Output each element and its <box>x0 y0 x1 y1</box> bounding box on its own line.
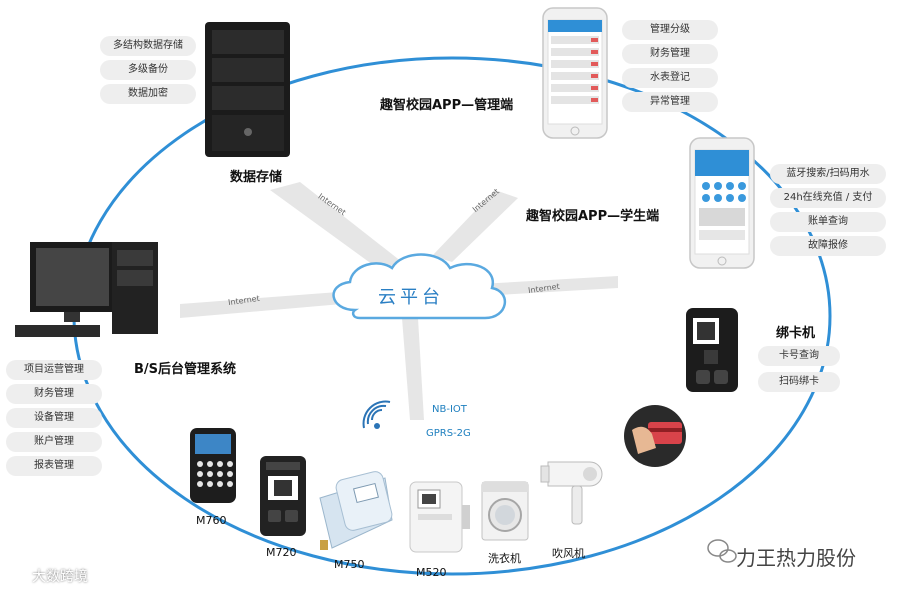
bs-backend-feature: 报表管理 <box>6 456 102 476</box>
desktop-pc-icon <box>15 242 158 337</box>
card-binder-icon <box>686 308 738 392</box>
card-binder-feature: 卡号查询 <box>758 346 840 366</box>
bs-backend-feature: 账户管理 <box>6 432 102 452</box>
nb-iot-label: NB-IOT <box>432 404 467 415</box>
wireless-signal-icon <box>362 400 391 429</box>
device-label-dryer: 吹风机 <box>552 547 585 560</box>
student-app-title: 趣智校园APP—学生端 <box>526 209 660 224</box>
cloud-icon <box>332 253 507 320</box>
card-binder-title: 绑卡机 <box>776 326 816 341</box>
card-tap-icon <box>624 405 686 467</box>
admin-app-feature: 水表登记 <box>622 68 718 88</box>
washing-machine-icon <box>481 481 529 541</box>
brand-watermark: 力王热力股份 <box>736 546 856 570</box>
admin-app-title: 趣智校园APP—管理端 <box>380 98 514 113</box>
phone-admin-icon <box>542 7 608 139</box>
water-meter-m750-icon <box>319 471 393 550</box>
student-app-feature: 蓝牙搜索/扫码用水 <box>770 164 886 184</box>
server-tower-icon <box>205 22 290 157</box>
admin-app-feature: 财务管理 <box>622 44 718 64</box>
device-label-m520: M520 <box>416 566 447 579</box>
cloud-platform-label: 云平台 <box>378 287 444 308</box>
device-label-m750: M750 <box>334 558 365 571</box>
admin-app-feature: 管理分级 <box>622 20 718 40</box>
data-storage-feature: 多结构数据存储 <box>100 36 196 56</box>
bs-backend-feature: 设备管理 <box>6 408 102 428</box>
device-m520-icon <box>409 481 470 553</box>
bs-backend-feature: 项目运营管理 <box>6 360 102 380</box>
admin-app-feature: 异常管理 <box>622 92 718 112</box>
corner-watermark: 大数跨境 <box>32 569 88 585</box>
device-m760-icon <box>190 428 236 503</box>
data-storage-feature: 数据加密 <box>100 84 196 104</box>
data-storage-feature: 多级备份 <box>100 60 196 80</box>
card-binder-feature: 扫码绑卡 <box>758 372 840 392</box>
gprs-label: GPRS-2G <box>426 428 471 439</box>
device-label-m720: M720 <box>266 546 297 559</box>
device-label-washer: 洗衣机 <box>488 552 521 565</box>
student-app-feature: 故障报修 <box>770 236 886 256</box>
internet-beams <box>180 182 618 420</box>
device-m720-icon <box>260 456 306 536</box>
device-label-m760: M760 <box>196 514 227 527</box>
student-app-feature: 账单查询 <box>770 212 886 232</box>
weibo-icon <box>9 567 27 585</box>
hair-dryer-icon <box>540 461 603 525</box>
wechat-icon <box>707 539 737 563</box>
student-app-feature: 24h在线充值 / 支付 <box>770 188 886 208</box>
data-storage-title: 数据存储 <box>230 170 283 185</box>
phone-student-icon <box>689 137 755 269</box>
bs-backend-feature: 财务管理 <box>6 384 102 404</box>
bs-backend-title: B/S后台管理系统 <box>134 362 237 377</box>
